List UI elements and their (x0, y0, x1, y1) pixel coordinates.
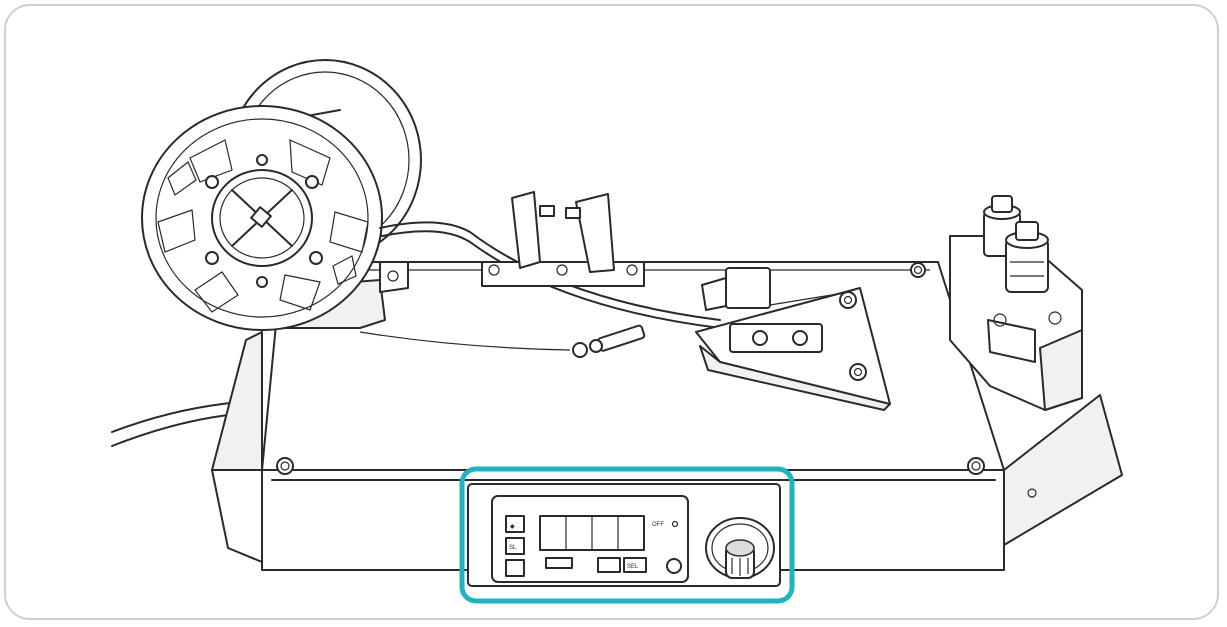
side-key-sl-label: SL (509, 545, 517, 551)
side-key-bottom[interactable] (505, 559, 525, 577)
panel-button-mid[interactable] (597, 557, 621, 573)
spool-icon (141, 59, 422, 331)
panel-round-button[interactable] (666, 558, 682, 574)
side-key-top[interactable] (505, 515, 525, 533)
terminal-posts-icon (949, 195, 1083, 411)
indicator-label: OFF (652, 522, 664, 528)
machine-body (211, 261, 1123, 571)
side-key-sl[interactable] (505, 537, 525, 555)
svg-text:◆: ◆ (510, 524, 515, 530)
power-cable (111, 401, 241, 447)
rotary-knob-icon[interactable] (705, 517, 775, 579)
top-screws (276, 262, 985, 475)
control-panel: ◆ SL OFF SEL (467, 483, 781, 587)
wire-guide (481, 191, 645, 287)
highlight-box (459, 466, 795, 604)
indicator-led (671, 520, 679, 528)
panel-button-right-label: SEL (627, 564, 639, 570)
wire (359, 221, 721, 358)
sensor-head (695, 267, 891, 411)
panel-button-right[interactable] (623, 557, 647, 573)
panel-button-left[interactable] (545, 557, 573, 569)
